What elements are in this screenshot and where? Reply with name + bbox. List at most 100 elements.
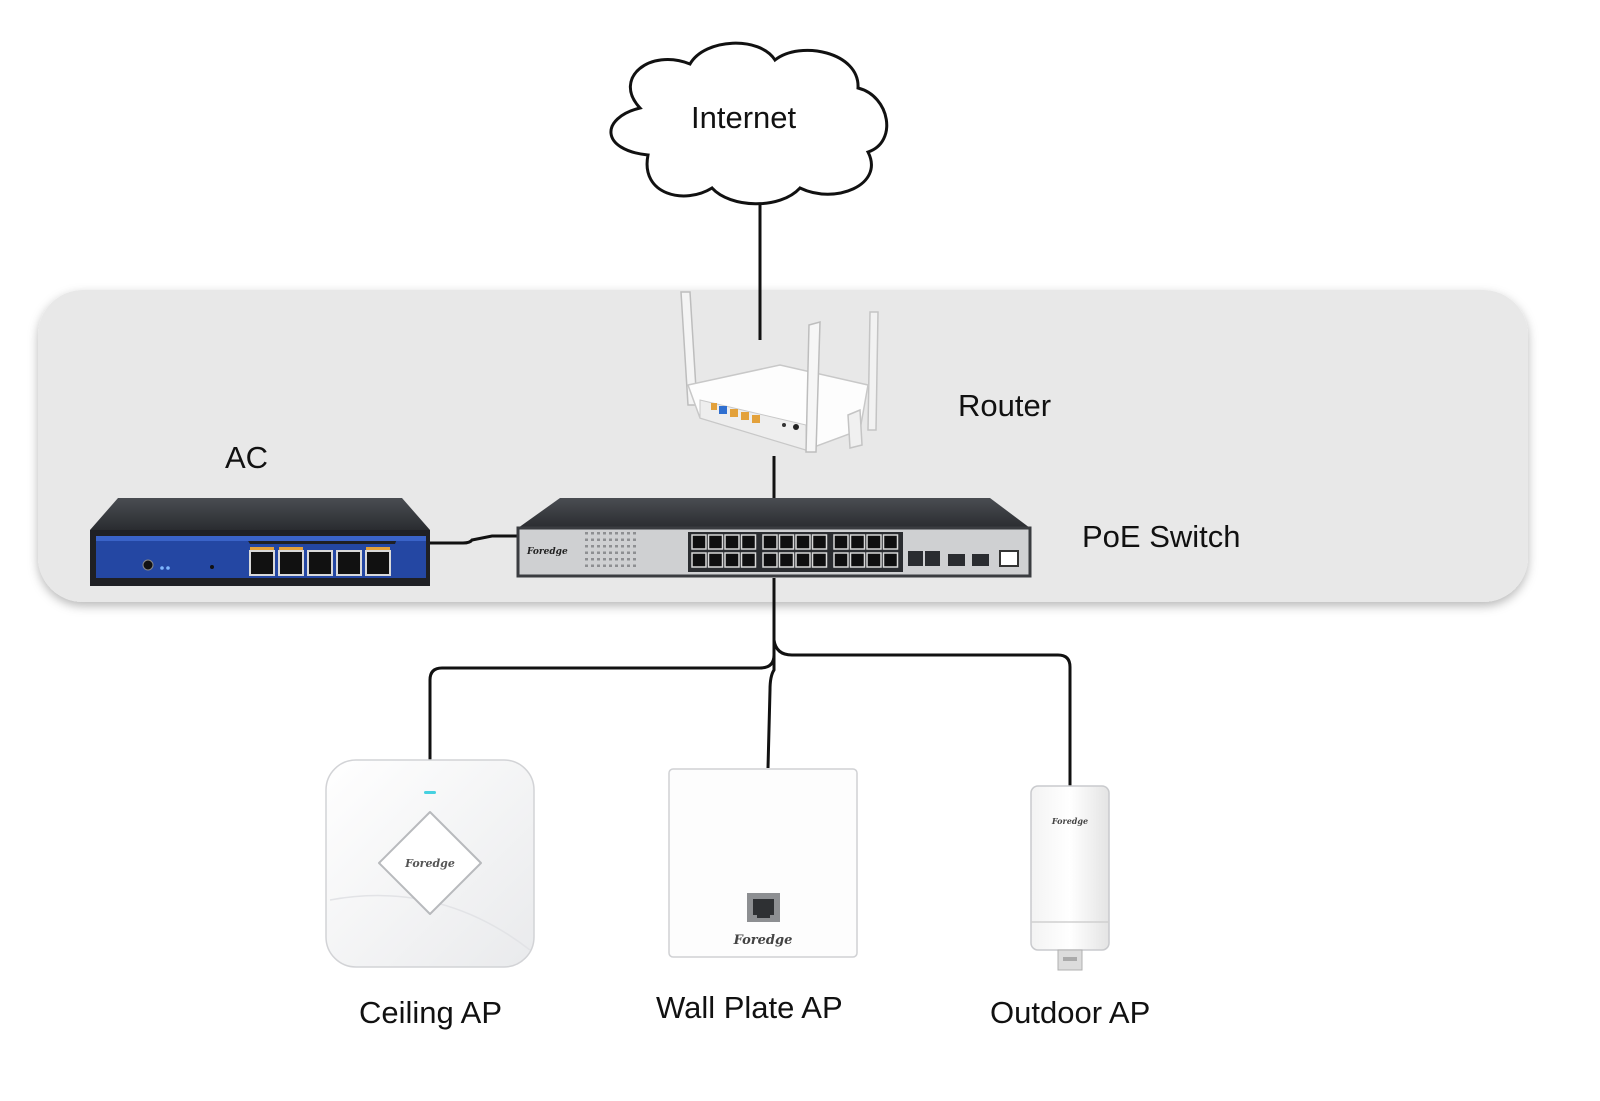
switch-console-port [999,550,1019,567]
switch-rj45-port [882,552,899,568]
switch-led [585,564,588,567]
switch-rj45-port [866,552,882,568]
switch-rj45-port [778,534,795,550]
connection-lines [428,200,1072,786]
switch-led [615,558,618,561]
switch-led [633,551,636,554]
switch-rj45-port [811,534,828,550]
switch-led [609,538,612,541]
switch-led [585,538,588,541]
switch-rj45-port [866,534,882,550]
switch-rj45-port [691,552,707,568]
switch-led [603,532,606,535]
switch-led [603,558,606,561]
switch-sfp-ports [908,551,989,566]
internet-cloud [609,41,889,206]
router-port [752,415,760,423]
router-port [730,409,738,417]
switch-led [633,564,636,567]
switch-led [591,564,594,567]
switch-rj45-port [833,552,849,568]
switch-rj45-port [882,534,899,550]
line-switch-wall-ap [766,640,776,769]
switch-led [591,545,594,548]
cloud-icon [609,41,889,206]
switch-rj45-port [833,534,849,550]
switch-led [603,551,606,554]
switch-rj45-port [707,534,724,550]
line-switch-ceiling-ap [428,578,776,760]
switch-led [585,532,588,535]
switch-led [609,532,612,535]
switch-led [603,564,606,567]
switch-rj45-port [724,534,740,550]
switch-rj45-port [849,552,866,568]
switch-led [621,538,624,541]
switch-led [609,564,612,567]
outdoor-ap-label: Outdoor AP [990,995,1151,1030]
outdoor-ap-brand: Foredge [1051,816,1088,826]
switch-led [591,551,594,554]
switch-led [585,558,588,561]
wall-plate-ap-label: Wall Plate AP [656,990,843,1025]
switch-led [585,551,588,554]
ac-ports [249,550,391,576]
switch-led [597,558,600,561]
router-port [741,412,749,420]
switch-led [621,545,624,548]
ceiling-ap-led [424,791,436,794]
switch-led [627,551,630,554]
switch-led [627,545,630,548]
line-switch-outdoor-ap [772,639,1072,786]
router-wan-port [711,403,717,410]
router-antenna-front [805,321,821,453]
router-antenna-back [867,311,879,431]
switch-rj45-port [724,552,740,568]
switch-led [609,551,612,554]
switch-rj45-port [795,534,811,550]
switch-led [633,538,636,541]
switch-led [603,545,606,548]
router-port-blue [719,406,727,414]
switch-rj45-port [811,552,828,568]
switch-led [585,545,588,548]
switch-status-leds [585,532,636,567]
switch-led [615,564,618,567]
switch-rj45-port [778,552,795,568]
switch-led [609,558,612,561]
switch-led [591,538,594,541]
switch-rj45-port [762,534,778,550]
outdoor-ap-device: Foredge [1030,785,1110,971]
switch-led [621,564,624,567]
switch-led [621,532,624,535]
switch-rj45-port [849,534,866,550]
switch-led [621,558,624,561]
switch-led [603,538,606,541]
line-ac-switch [428,534,518,545]
switch-led [597,532,600,535]
switch-led [597,545,600,548]
switch-rj45-port [740,552,757,568]
poe-switch-device: Foredge [516,498,1032,578]
switch-rj45-port [762,552,778,568]
ceiling-ap-brand: Foredge [404,857,455,870]
switch-rj45-port [740,534,757,550]
switch-led [609,545,612,548]
ceiling-ap-device: Foredge [325,759,535,968]
switch-rj45-ports [691,534,899,568]
switch-rj45-port [795,552,811,568]
switch-led [633,532,636,535]
switch-rj45-port [691,534,707,550]
router-device [680,291,879,453]
switch-led [627,538,630,541]
switch-led [627,558,630,561]
switch-led [615,545,618,548]
switch-rj45-port [707,552,724,568]
switch-led [633,558,636,561]
switch-led [615,551,618,554]
switch-led [627,564,630,567]
switch-brand-logo: Foredge [526,547,568,557]
internet-label: Internet [691,100,797,135]
switch-led [627,532,630,535]
